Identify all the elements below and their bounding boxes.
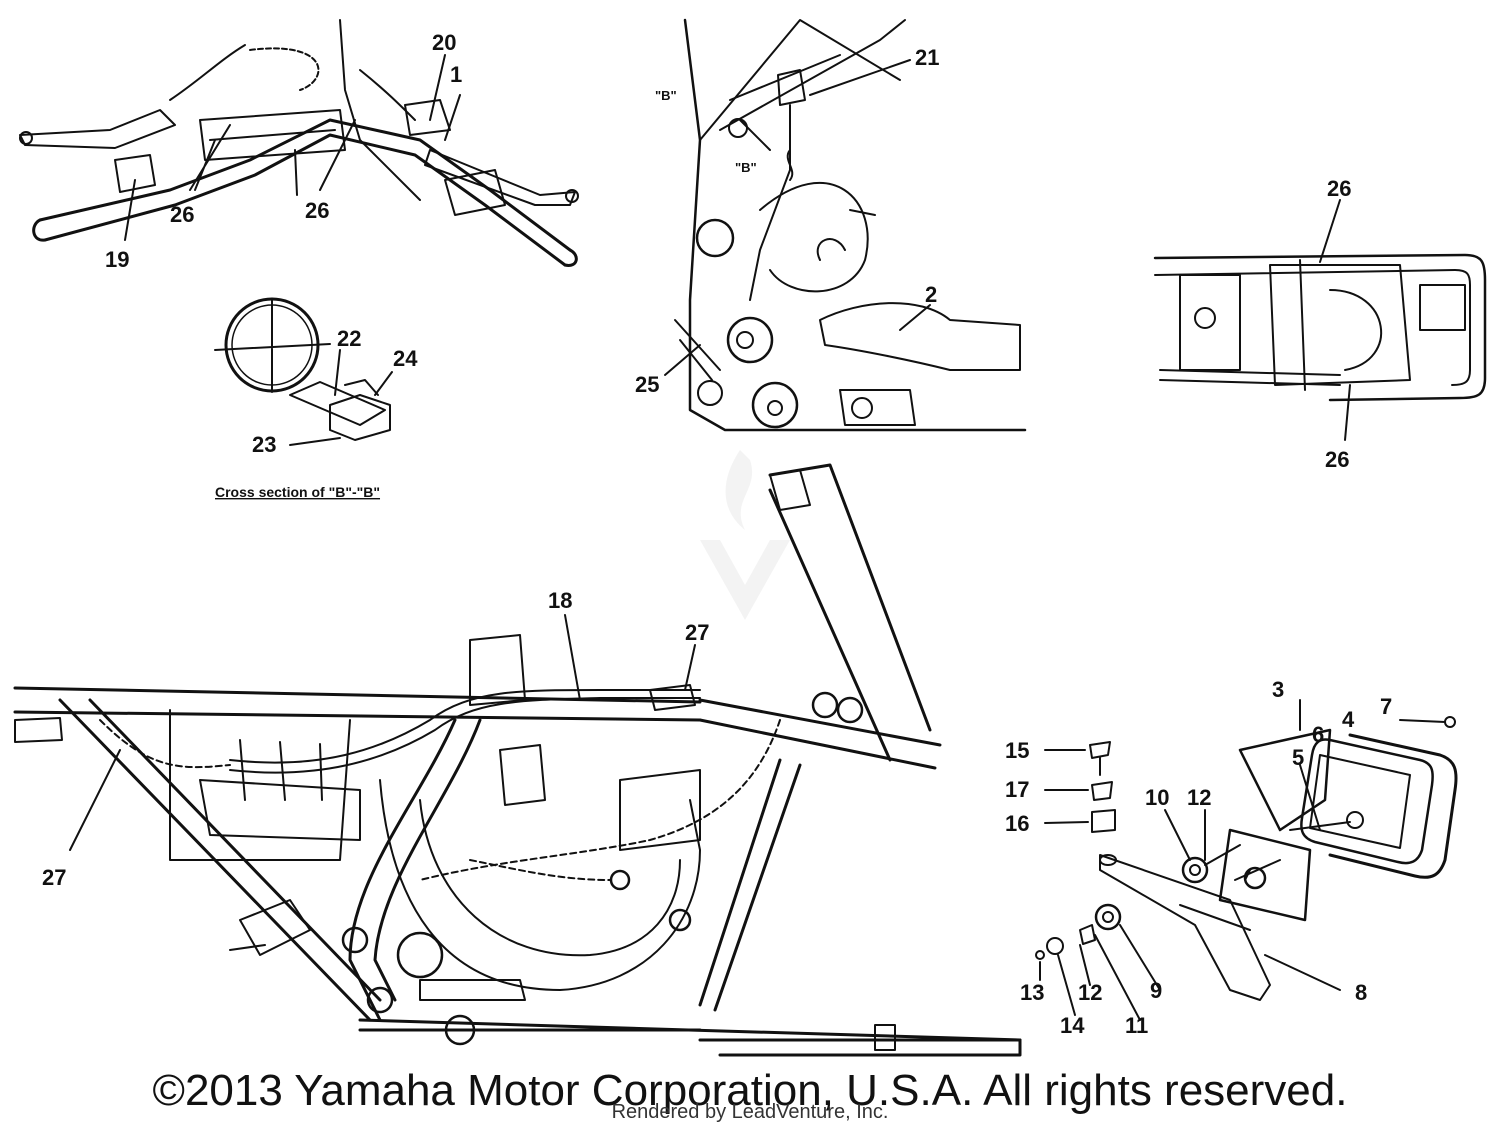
callout-12-lower: 12 <box>1078 980 1102 1005</box>
callout-10: 10 <box>1145 785 1169 810</box>
callout-1: 1 <box>450 62 462 87</box>
callout-24: 24 <box>393 346 418 371</box>
callout-21: 21 <box>915 45 939 70</box>
callout-25: 25 <box>635 372 659 397</box>
main-frame <box>13 463 1022 1057</box>
callout-12-upper: 12 <box>1187 785 1211 810</box>
callout-16: 16 <box>1005 811 1029 836</box>
callout-13: 13 <box>1020 980 1044 1005</box>
callout-18: 18 <box>548 588 572 613</box>
callout-17: 17 <box>1005 777 1029 802</box>
callout-9: 9 <box>1150 978 1162 1003</box>
callout-26-center: 26 <box>305 198 329 223</box>
engine-detail <box>664 18 1027 432</box>
callout-27-left: 27 <box>42 865 66 890</box>
callout-5: 5 <box>1292 745 1304 770</box>
section-mark-b-bottom: "B" <box>735 160 757 175</box>
callout-19: 19 <box>105 247 129 272</box>
callout-23: 23 <box>252 432 276 457</box>
section-mark-b-top: "B" <box>655 88 677 103</box>
handlebar-assembly <box>19 19 579 267</box>
callout-26-bottom-right: 26 <box>1325 447 1349 472</box>
rear-frame-top-view <box>1153 199 1487 441</box>
callout-15: 15 <box>1005 738 1029 763</box>
callout-20: 20 <box>432 30 456 55</box>
callout-26-top-right: 26 <box>1327 176 1351 201</box>
callout-8: 8 <box>1355 980 1367 1005</box>
watermark-logo <box>700 450 790 620</box>
cross-section-b-b <box>214 297 393 446</box>
rendered-by-credit: Rendered by LeadVenture, Inc. <box>611 1101 889 1123</box>
callout-4: 4 <box>1342 707 1355 732</box>
callout-26-left: 26 <box>170 202 194 227</box>
callout-11: 11 <box>1125 1013 1148 1038</box>
cross-section-caption: Cross section of "B"-"B" <box>215 484 380 500</box>
callout-2: 2 <box>925 282 937 307</box>
callout-3: 3 <box>1272 677 1284 702</box>
callout-14: 14 <box>1060 1013 1085 1038</box>
callout-27-center: 27 <box>685 620 709 645</box>
callout-6: 6 <box>1312 722 1324 747</box>
taillight-exploded-view <box>1035 699 1458 1021</box>
callout-7: 7 <box>1380 694 1392 719</box>
copyright-notice: ©2013 Yamaha Motor Corporation, U.S.A. A… <box>152 1066 1348 1115</box>
callout-22: 22 <box>337 326 361 351</box>
